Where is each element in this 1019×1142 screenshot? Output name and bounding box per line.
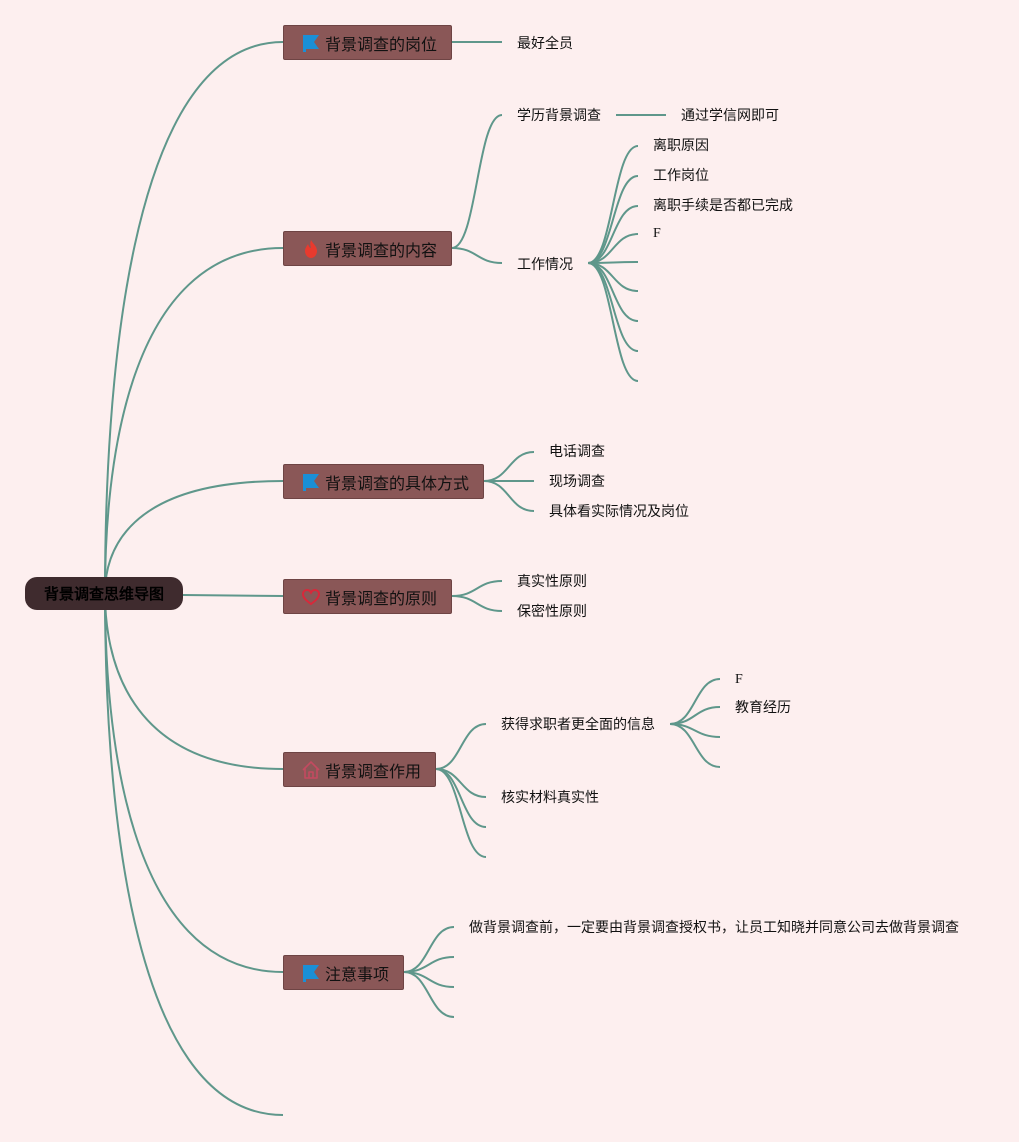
branch-connector: [669, 723, 721, 768]
trunk-connector: [104, 247, 284, 594]
sub-topic-education-check[interactable]: 学历背景调查: [517, 108, 601, 124]
root-topic-label: 背景调查思维导图: [43, 585, 164, 603]
leaf-topic[interactable]: F: [653, 226, 661, 241]
leaf-topic[interactable]: F: [735, 672, 743, 687]
leaf-topic[interactable]: 通过学信网即可: [681, 108, 779, 124]
branch-topic-label: 背景调查的具体方式: [325, 473, 470, 493]
branch-connector: [483, 480, 535, 512]
sub-topic-fuller-info[interactable]: 获得求职者更全面的信息: [501, 717, 655, 733]
root-topic[interactable]: 背景调查思维导图: [25, 577, 183, 610]
branch-connector: [435, 723, 487, 770]
leaf-topic[interactable]: 最好全员: [517, 36, 573, 52]
trunk-connector: [104, 480, 284, 594]
branch-connector: [435, 768, 487, 828]
branch-connector: [587, 261, 639, 264]
leaf-topic[interactable]: 离职原因: [653, 138, 709, 154]
fire-icon: [301, 239, 321, 259]
leaf-topic[interactable]: 离职手续是否都已完成: [653, 198, 793, 214]
branch-topic-label: 背景调查的原则: [325, 588, 438, 608]
leaf-topic[interactable]: 电话调查: [549, 444, 605, 460]
branch-topic-methods[interactable]: 背景调查的具体方式: [283, 464, 484, 499]
trunk-connector: [104, 592, 284, 1116]
trunk-connector: [182, 594, 284, 597]
branch-topic-label: 背景调查的岗位: [325, 34, 438, 54]
branch-topic-content[interactable]: 背景调查的内容: [283, 231, 452, 266]
heart-icon: [301, 587, 321, 607]
leaf-topic[interactable]: 保密性原则: [517, 604, 587, 620]
branch-connector: [451, 595, 503, 612]
blue-flag-icon: [301, 33, 321, 53]
leaf-topic[interactable]: 教育经历: [735, 700, 791, 716]
branch-connector: [587, 262, 639, 382]
home-icon: [301, 760, 321, 780]
leaf-topic[interactable]: 具体看实际情况及岗位: [549, 504, 689, 520]
trunk-connector: [104, 41, 284, 594]
branch-connector: [669, 678, 721, 725]
leaf-topic[interactable]: 现场调查: [549, 474, 605, 490]
trunk-connector: [104, 592, 284, 770]
branch-topic-label: 背景调查的内容: [325, 240, 438, 260]
branch-connector: [403, 971, 455, 1018]
branch-topic-label: 背景调查作用: [325, 761, 422, 781]
branch-connector: [435, 768, 487, 858]
branch-topic-purpose[interactable]: 背景调查作用: [283, 752, 436, 787]
leaf-topic[interactable]: 工作岗位: [653, 168, 709, 184]
leaf-topic[interactable]: 做背景调查前，一定要由背景调查授权书，让员工知晓并同意公司去做背景调查: [469, 920, 959, 936]
blue-flag-icon: [301, 963, 321, 983]
branch-connector: [451, 114, 503, 249]
branch-connector: [451, 247, 503, 264]
leaf-topic[interactable]: 真实性原则: [517, 574, 587, 590]
trunk-connector: [104, 592, 284, 973]
branch-connector: [587, 262, 639, 322]
branch-topic-principles[interactable]: 背景调查的原则: [283, 579, 452, 614]
branch-connector: [587, 145, 639, 264]
branch-topic-label: 注意事项: [325, 964, 390, 984]
leaf-topic[interactable]: 核实材料真实性: [501, 790, 599, 806]
branch-connector: [483, 451, 535, 482]
branch-topic-notes[interactable]: 注意事项: [283, 955, 404, 990]
branch-connector: [451, 580, 503, 597]
branch-topic-positions[interactable]: 背景调查的岗位: [283, 25, 452, 60]
blue-flag-icon: [301, 472, 321, 492]
branch-connector: [587, 175, 639, 264]
sub-topic-work-situation[interactable]: 工作情况: [517, 257, 573, 273]
